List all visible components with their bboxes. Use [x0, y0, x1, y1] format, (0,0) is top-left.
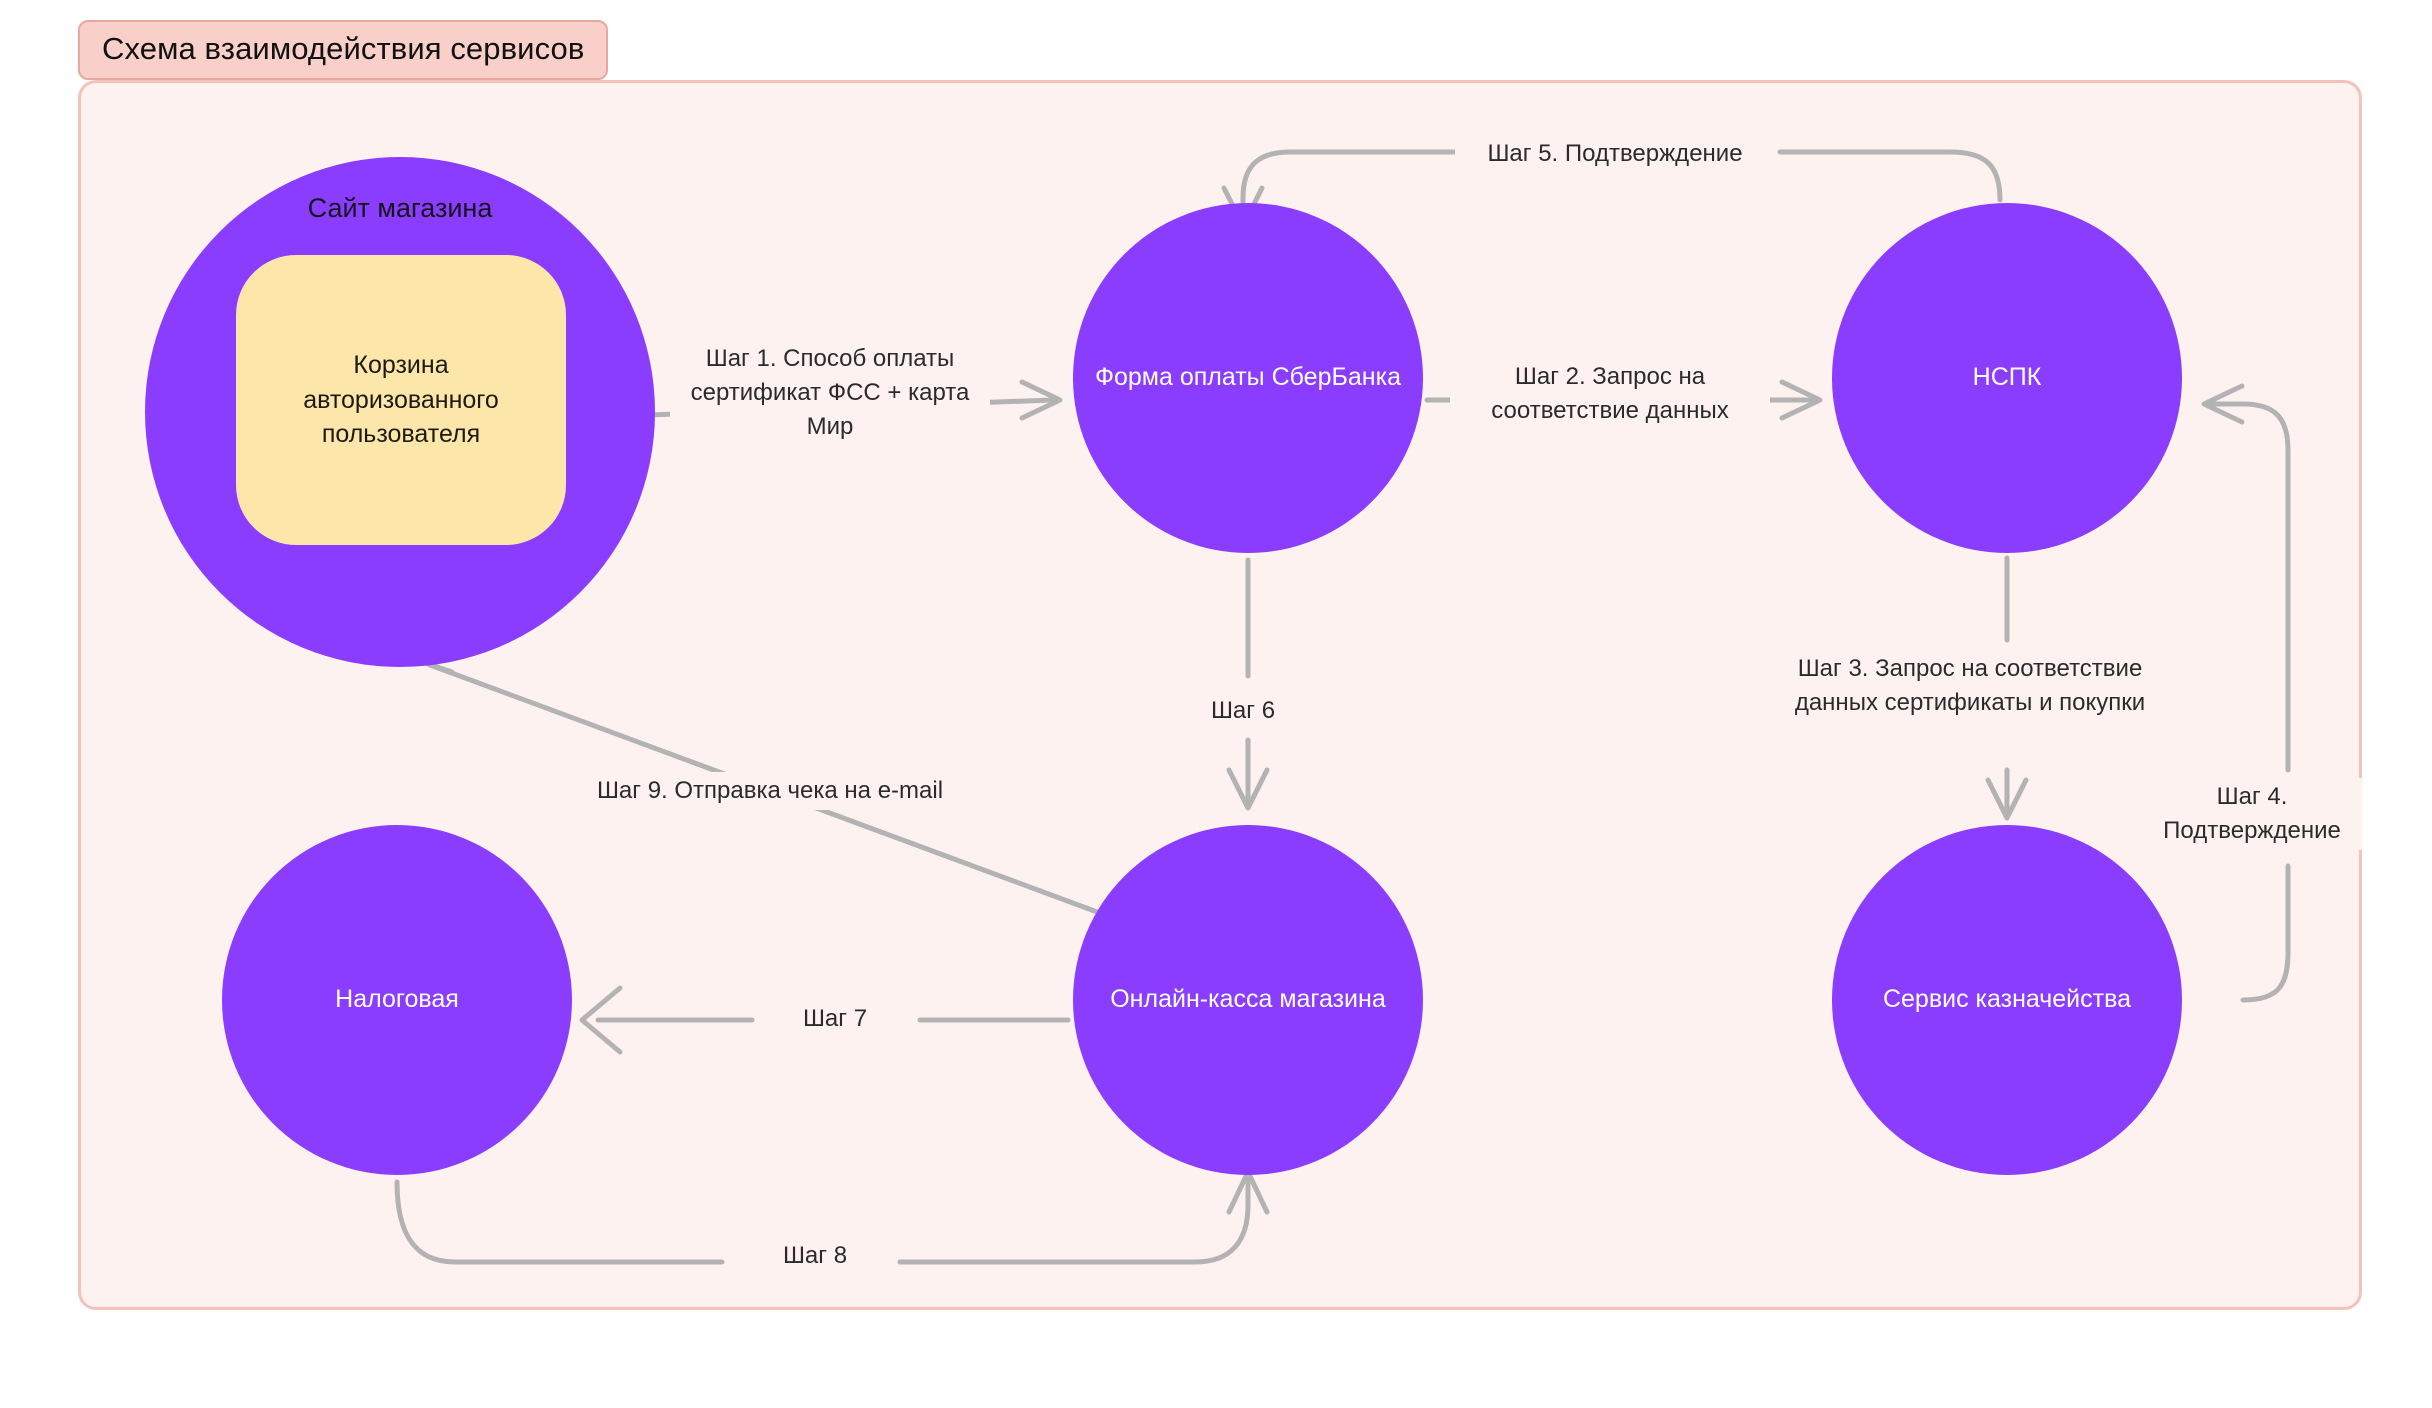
edge-label-step8: Шаг 8	[735, 1237, 895, 1276]
node-nspk[interactable]: НСПК	[1832, 203, 2182, 553]
edge-label-step1: Шаг 1. Способ оплаты сертификат ФСС + ка…	[670, 340, 990, 447]
edge-label-step5: Шаг 5. Подтверждение	[1455, 135, 1775, 174]
edge-label-step2: Шаг 2. Запрос на соответствие данных	[1450, 358, 1770, 431]
node-nspk-label: НСПК	[1972, 363, 2042, 392]
node-treasury-label: Сервис казначейства	[1882, 985, 2132, 1014]
node-treasury-service[interactable]: Сервис казначейства	[1832, 825, 2182, 1175]
edge-label-step9: Шаг 9. Отправка чека на e-mail	[570, 772, 970, 811]
node-payment-form-sberbank[interactable]: Форма оплаты СберБанка	[1073, 203, 1423, 553]
node-kassa-label: Онлайн-касса магазина	[1110, 985, 1386, 1014]
node-cart[interactable]: Корзина авторизованного пользователя	[236, 255, 566, 545]
node-cart-label: Корзина авторизованного пользователя	[303, 351, 499, 449]
edge-label-step4: Шаг 4. Подтверждение	[2142, 778, 2362, 851]
node-sber-label: Форма оплаты СберБанка	[1094, 363, 1401, 392]
edge-label-step3: Шаг 3. Запрос на соответствие данных сер…	[1760, 650, 2180, 723]
node-online-cash-register[interactable]: Онлайн-касса магазина	[1073, 825, 1423, 1175]
node-tax-authority[interactable]: Налоговая	[222, 825, 572, 1175]
edge-label-step7: Шаг 7	[755, 1000, 915, 1039]
node-shop-site-label: Сайт магазина	[307, 193, 493, 223]
node-tax-label: Налоговая	[335, 985, 459, 1014]
edge-label-step6: Шаг 6	[1173, 692, 1313, 731]
page-title: Схема взаимодействия сервисов	[78, 20, 609, 80]
